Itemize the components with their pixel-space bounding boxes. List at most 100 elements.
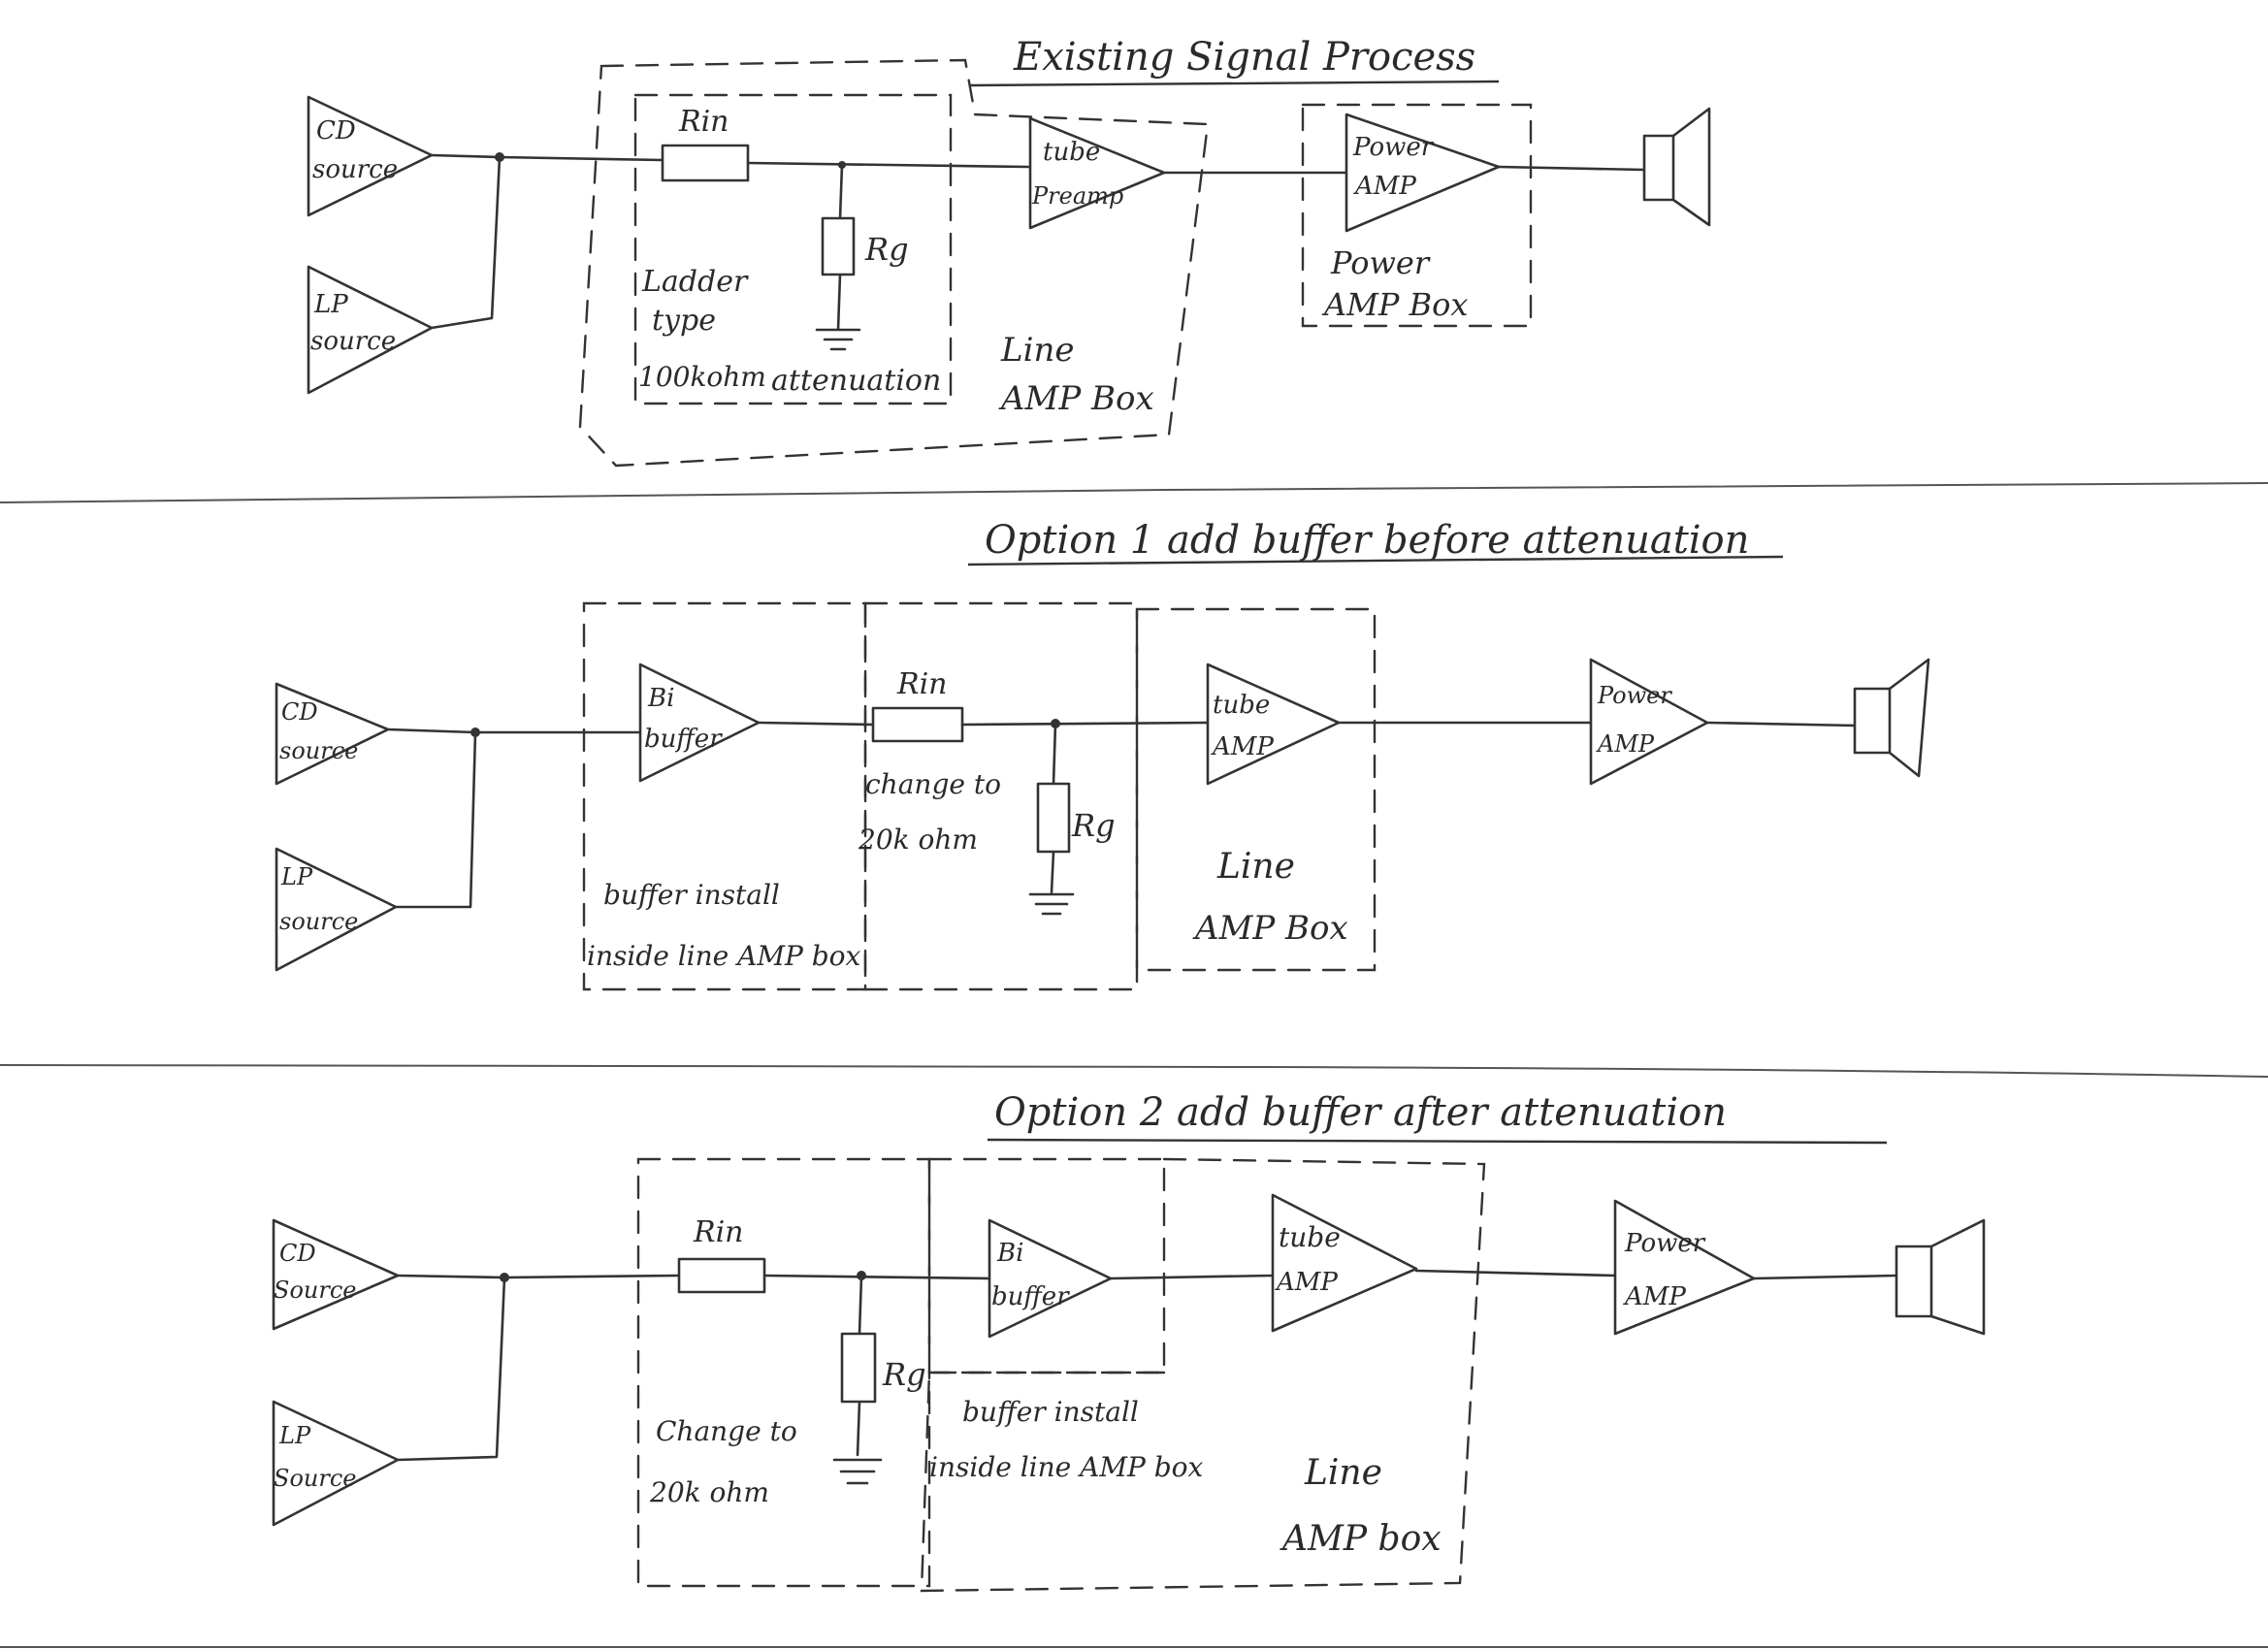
buffer-label-1: Bi — [996, 1239, 1023, 1268]
buffer-install-label-1: buffer install — [603, 879, 780, 911]
change-label-2: 20k ohm — [858, 824, 978, 856]
cd-source-label-2: Source — [274, 1277, 356, 1304]
line-box-label-1: Line — [1000, 331, 1074, 370]
ladder-label-1: Ladder — [641, 265, 749, 299]
buffer-label-1: Bi — [647, 684, 674, 713]
section-existing-signal-process: Existing Signal Process CD source LP sou… — [307, 35, 1711, 468]
cd-source-label-1: CD — [316, 116, 356, 146]
line-box-label-1: Line — [1304, 1453, 1382, 1493]
power-amp-triangle — [1345, 113, 1501, 233]
ladder-label-2: type — [652, 304, 716, 338]
change-label-2: 20k ohm — [649, 1476, 769, 1508]
power-amp-label-2: AMP — [1353, 172, 1416, 201]
section2-title-underline — [967, 555, 1784, 566]
cd-source-triangle — [307, 95, 434, 217]
lp-source-triangle — [307, 265, 434, 395]
lp-source-label-1: LP — [280, 863, 313, 890]
section1-title-underline — [969, 80, 1500, 87]
lp-source-label-2: source — [279, 908, 358, 935]
ground-symbol — [832, 1458, 883, 1485]
buffer-install-label-2: inside line AMP box — [587, 940, 861, 972]
rg-resistor — [1036, 782, 1071, 854]
wire-rin-to-buffer — [762, 1274, 991, 1280]
lp-source-triangle — [275, 847, 398, 972]
line-amp-box-outline — [578, 58, 1210, 468]
lp-source-triangle — [272, 1400, 400, 1527]
wire-buffer-to-rin — [757, 721, 875, 727]
line-box-label-1: Line — [1216, 847, 1295, 887]
buffer-install-label-1: buffer install — [962, 1396, 1139, 1428]
rg-resistor — [821, 216, 856, 276]
power-amp-label-1: Power — [1352, 133, 1435, 162]
source-wires — [396, 1274, 506, 1462]
line-amp-box — [1135, 607, 1377, 972]
change-label-1: Change to — [656, 1415, 797, 1447]
ladder-label-3: 100kohm — [638, 361, 766, 393]
wire-rin-to-preamp — [746, 161, 1030, 169]
tube-amp-triangle — [1206, 663, 1341, 786]
lp-source-label-2: source — [310, 327, 396, 356]
wire-to-speaker — [1705, 721, 1857, 728]
rin-resistor — [661, 144, 750, 182]
power-box-label-1: Power — [1330, 244, 1431, 281]
section-divider-1 — [0, 482, 2268, 503]
source-wires — [386, 728, 477, 909]
section-option-2: Option 2 add buffer after attenuation CD… — [272, 1090, 1986, 1593]
speaker-icon — [1642, 107, 1711, 227]
bi-buffer-triangle — [988, 1218, 1113, 1339]
line-box-label-2: AMP box — [1280, 1519, 1442, 1559]
rg-label: Rg — [864, 231, 909, 268]
cd-source-triangle — [275, 682, 390, 786]
power-amp-label-1: Power — [1624, 1229, 1706, 1258]
wire-rg — [836, 163, 844, 332]
wire-rg — [1050, 722, 1057, 894]
power-amp-label-1: Power — [1597, 682, 1672, 709]
change-label-1: change to — [865, 768, 1001, 800]
speaker-icon — [1853, 658, 1930, 778]
rin-label: Rin — [896, 667, 948, 701]
section3-title: Option 2 add buffer after attenuation — [994, 1090, 1727, 1135]
line-box-label-2: AMP Box — [998, 379, 1154, 418]
buffer-install-label-2: inside line AMP box — [929, 1451, 1204, 1483]
power-amp-triangle — [1589, 658, 1709, 786]
wire-rin-to-tube — [960, 721, 1210, 727]
buffer-install-box — [582, 601, 867, 991]
cd-source-label-2: source — [312, 155, 398, 184]
tube-amp-triangle — [1271, 1193, 1418, 1333]
rg-resistor — [840, 1332, 877, 1404]
rin-resistor — [871, 706, 964, 743]
preamp-label-1: tube — [1043, 138, 1100, 167]
line-amp-box — [920, 1157, 1486, 1593]
power-amp-label-2: AMP — [1596, 730, 1655, 758]
attenuator-box — [863, 601, 1139, 991]
tube-amp-label-2: AMP — [1275, 1268, 1338, 1297]
power-box-label-2: AMP Box — [1321, 286, 1468, 323]
rg-label: Rg — [1071, 807, 1116, 844]
wire-to-speaker — [1752, 1274, 1898, 1280]
preamp-label-2: Preamp — [1031, 182, 1123, 210]
section1-title: Existing Signal Process — [1013, 35, 1475, 80]
section2-title: Option 1 add buffer before attenuation — [985, 518, 1749, 563]
tube-amp-label-1: tube — [1213, 691, 1270, 720]
cd-source-label-2: source — [279, 737, 358, 764]
speaker-icon — [1895, 1218, 1986, 1336]
section-divider-2 — [0, 1064, 2268, 1078]
ladder-label-4: attenuation — [771, 364, 941, 398]
line-box-label-2: AMP Box — [1192, 909, 1348, 948]
cd-source-label-1: CD — [279, 1240, 316, 1267]
wire-to-speaker — [1497, 165, 1646, 172]
power-amp-triangle — [1613, 1199, 1756, 1336]
wire-to-rin — [502, 1274, 681, 1279]
tube-amp-label-2: AMP — [1211, 732, 1274, 761]
ground-symbol — [1028, 892, 1075, 916]
rg-label: Rg — [882, 1356, 926, 1393]
source-wires — [430, 153, 502, 330]
wire-to-rin — [498, 155, 664, 162]
lp-source-label-1: LP — [278, 1422, 311, 1449]
buffer-label-2: buffer — [991, 1282, 1070, 1311]
tube-amp-label-1: tube — [1279, 1221, 1341, 1253]
wire-rg — [856, 1274, 863, 1457]
cd-source-label-1: CD — [281, 698, 318, 726]
wire-buffer-to-tube — [1109, 1274, 1275, 1280]
